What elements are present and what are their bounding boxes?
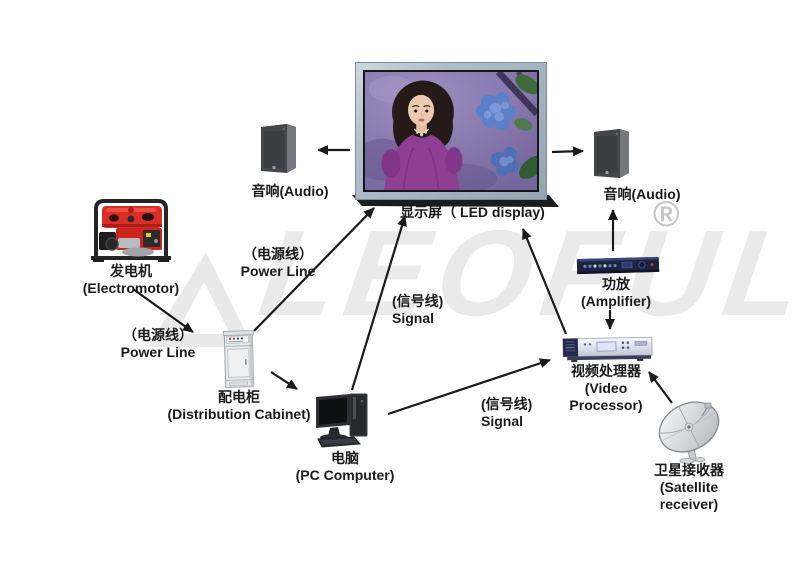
power-line-display-en: Power Line	[240, 263, 316, 280]
label-led-display: 显示屏（ LED display)	[390, 204, 555, 221]
label-audio-left: 音响(Audio)	[250, 183, 330, 200]
audio-right-label: 音响(Audio)	[603, 186, 681, 202]
label-audio-right: 音响(Audio)	[602, 186, 682, 203]
label-signal-pc-processor: (信号线) Signal	[481, 396, 561, 430]
audio-left-label: 音响(Audio)	[251, 183, 329, 199]
satellite-name-en: (Satellite receiver)	[659, 479, 719, 513]
label-signal-pc-display: (信号线) Signal	[392, 293, 472, 327]
signal-pc-processor-en: Signal	[481, 413, 524, 430]
power-line-generator-en: Power Line	[120, 344, 196, 361]
generator-name-zh: 发电机	[110, 263, 152, 279]
audio-speaker-left-image	[261, 124, 296, 173]
audio-speaker-right-image	[594, 129, 629, 178]
label-power-line-display: （电源线） Power Line	[232, 246, 324, 280]
arrow-cabinet-to-pc	[270, 371, 298, 390]
generator-image	[91, 199, 171, 262]
leoful-watermark-text: LEOFUL	[252, 205, 800, 341]
video-processor-name-en: (Video Processor)	[569, 380, 643, 414]
pc-name-en: (PC Computer)	[295, 467, 395, 484]
arrow-display-to-audio-right	[551, 146, 584, 157]
led-display-photo	[363, 70, 539, 192]
cabinet-name-en: (Distribution Cabinet)	[167, 406, 311, 423]
led-display-label: 显示屏（ LED display)	[400, 204, 545, 220]
label-amplifier: 功放 (Amplifier)	[576, 276, 656, 310]
distribution-cabinet-image	[222, 330, 255, 388]
amplifier-name-en: (Amplifier)	[581, 293, 651, 310]
label-distribution-cabinet: 配电柜 (Distribution Cabinet)	[164, 389, 314, 423]
power-line-display-zh: （电源线）	[243, 246, 313, 262]
label-satellite-receiver: 卫星接收器 (Satellite receiver)	[632, 462, 746, 513]
amplifier-name-zh: 功放	[602, 276, 630, 292]
satellite-dish-image	[658, 401, 720, 465]
label-generator: 发电机 (Electromotor)	[76, 263, 186, 297]
generator-name-en: (Electromotor)	[82, 280, 180, 297]
video-processor-name-zh: 视频处理器	[571, 363, 641, 379]
video-processor-image	[562, 336, 653, 363]
arrow-processor-to-display	[521, 228, 568, 335]
signal-pc-display-zh: (信号线)	[392, 293, 444, 309]
pc-computer-image	[316, 393, 368, 448]
signal-pc-display-en: Signal	[392, 310, 435, 327]
power-line-generator-zh: （电源线）	[123, 327, 193, 343]
label-pc: 电脑 (PC Computer)	[290, 450, 400, 484]
amplifier-image	[576, 256, 660, 275]
cabinet-name-zh: 配电柜	[218, 389, 260, 405]
satellite-name-zh: 卫星接收器	[654, 462, 724, 478]
pc-name-zh: 电脑	[331, 450, 359, 466]
label-power-line-generator: （电源线） Power Line	[112, 327, 204, 361]
label-video-processor: 视频处理器 (Video Processor)	[548, 363, 664, 414]
signal-pc-processor-zh: (信号线)	[481, 396, 533, 412]
led-display-image	[355, 62, 547, 200]
